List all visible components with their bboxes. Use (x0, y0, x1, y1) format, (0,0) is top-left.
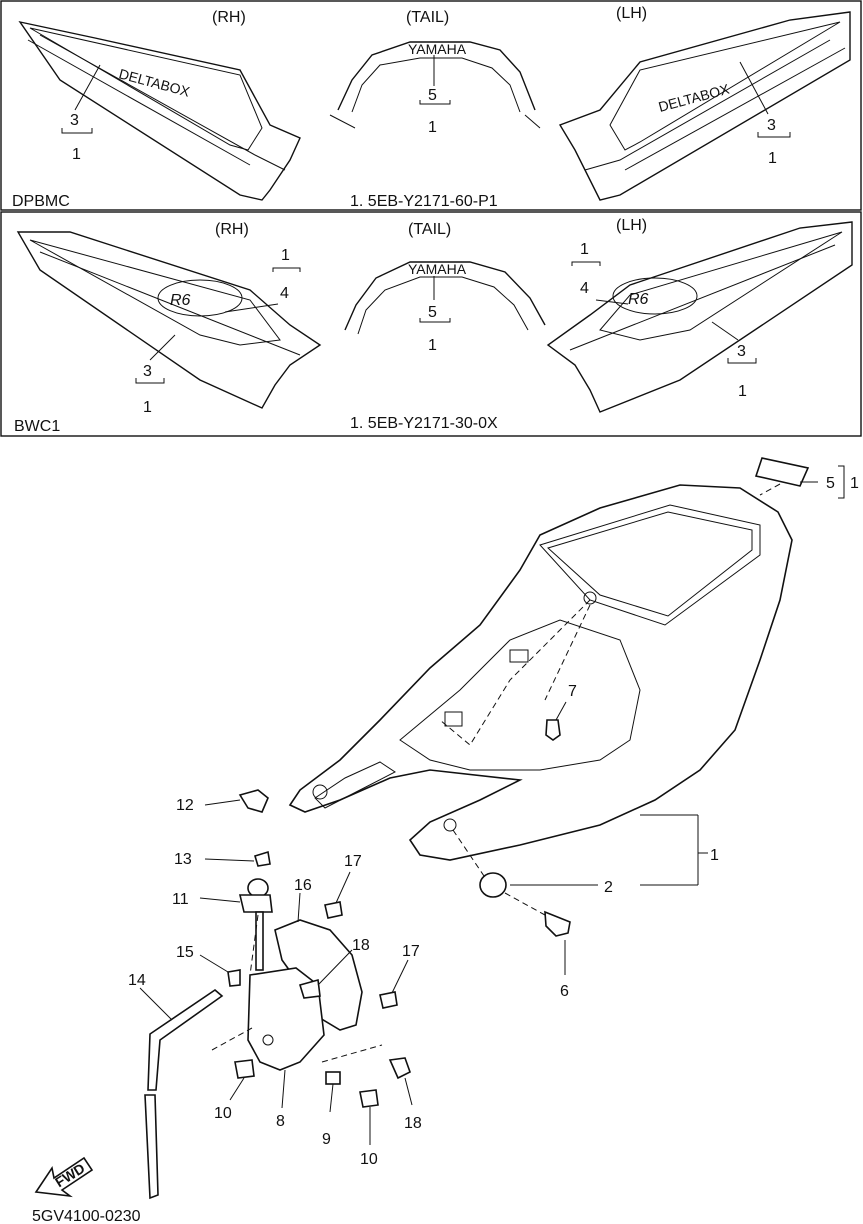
callout-3: 3 (767, 117, 776, 134)
part-10-bolt-right (359, 1089, 379, 1108)
part-13-clip (254, 850, 271, 867)
callouts-bwc1: 1 4 3 1 5 1 1 4 3 1 (135, 241, 757, 416)
callout-11: 11 (172, 891, 189, 908)
mount-hole (312, 784, 328, 800)
callout-10: 10 (214, 1105, 232, 1122)
callout-3: 3 (737, 343, 746, 360)
view-label-rh: (RH) (212, 9, 246, 26)
part-11-cable (255, 911, 264, 971)
mount-hole (443, 818, 457, 832)
view-label-tail: (TAIL) (408, 221, 451, 238)
callout-16: 16 (294, 877, 312, 894)
callout-15: 15 (176, 944, 194, 961)
part-18-nut-lower (388, 1057, 411, 1080)
rh-side-cover-dpbmc: DELTABOX (18, 20, 301, 201)
callout-1: 1 (850, 475, 859, 492)
decal-text-rh-bwc1: R6 (170, 292, 191, 309)
callout-5: 5 (826, 475, 835, 492)
part-17-bolt-upper (324, 901, 343, 919)
part-2-grommet (479, 872, 507, 898)
part-9-collar (325, 1071, 341, 1085)
view-label-rh: (RH) (215, 221, 249, 238)
callout-1: 1 (143, 399, 152, 416)
callout-5: 5 (428, 87, 437, 104)
callout-1: 1 (428, 119, 437, 136)
callout-2: 2 (604, 879, 613, 896)
callout-1: 1 (428, 337, 437, 354)
callout-18: 18 (352, 937, 370, 954)
callout-6: 6 (560, 983, 569, 1000)
part-10-bolt-left (234, 1059, 255, 1079)
rh-side-cover-bwc1: R6 (16, 231, 322, 409)
panel-dpbmc-border (0, 0, 862, 211)
callouts-dpbmc: 3 1 5 1 3 1 (61, 55, 791, 167)
callout-4: 4 (280, 285, 289, 302)
callout-1: 1 (580, 241, 589, 258)
callout-4: 4 (580, 280, 589, 297)
tail-piece-dpbmc: YAMAHA (329, 41, 541, 129)
drawing-code: 5GV4100-0230 (32, 1208, 141, 1224)
r6-logo-rh (157, 279, 243, 317)
part-18-nut-upper (298, 978, 321, 999)
part-6-screw (544, 910, 571, 937)
part-5-emblem: 5 1 (754, 457, 859, 499)
part-12-elbow (238, 789, 269, 813)
inner-panel (399, 619, 641, 771)
callout-17: 17 (344, 853, 362, 870)
bracket (444, 711, 463, 727)
callout-12: 12 (176, 797, 194, 814)
view-label-tail: (TAIL) (406, 9, 449, 26)
callout-3: 3 (70, 112, 79, 129)
callout-5: 5 (428, 304, 437, 321)
variant-label: DPBMC (12, 193, 70, 210)
lh-side-cover-dpbmc: DELTABOX (558, 11, 851, 201)
part-14-cable-lower (144, 1094, 159, 1200)
callout-1: 1 (710, 847, 719, 864)
r6-logo-lh (612, 277, 698, 315)
callout-10: 10 (360, 1151, 378, 1168)
variant-label: BWC1 (14, 418, 60, 435)
callout-7: 7 (568, 683, 577, 700)
callout-14: 14 (128, 972, 146, 989)
callout-13: 13 (174, 851, 192, 868)
panel-bwc1: R6 YAMAHA R6 1 4 3 1 5 (0, 211, 862, 437)
callout-3: 3 (143, 363, 152, 380)
callout-1: 1 (72, 146, 81, 163)
part-number-caption: 1. 5EB-Y2171-60-P1 (350, 193, 498, 210)
callout-1: 1 (768, 150, 777, 167)
callout-17: 17 (402, 943, 420, 960)
seat-lock-assembly: 12 13 11 16 8 15 17 17 18 (128, 789, 422, 1200)
bracket (509, 649, 529, 663)
part-15-clip (227, 969, 241, 987)
tail-cowling (288, 484, 793, 861)
part-17-bolt-lower (379, 991, 398, 1009)
view-label-lh: (LH) (616, 5, 647, 22)
part-7-clip: 7 (545, 683, 577, 741)
part-number-caption: 1. 5EB-Y2171-30-0X (350, 415, 498, 432)
panel-dpbmc: DELTABOX YAMAHA DELTABOX 3 1 5 1 (0, 0, 862, 211)
decal-text-lh-bwc1: R6 (628, 291, 649, 308)
lh-side-cover-bwc1: R6 (546, 221, 853, 413)
part-14-cable-upper (147, 988, 224, 1091)
view-label-lh: (LH) (616, 217, 647, 234)
panel-bwc1-border (0, 211, 862, 437)
seat-cowling-assembly (288, 484, 793, 861)
callout-8: 8 (276, 1113, 285, 1130)
decal-text-tail-dpbmc: YAMAHA (408, 41, 467, 57)
decal-text-tail-bwc1: YAMAHA (408, 261, 467, 277)
fwd-arrow: FWD (34, 1156, 94, 1198)
grommet-and-screw: 1 2 6 (452, 814, 719, 1000)
callout-1: 1 (738, 383, 747, 400)
callout-18: 18 (404, 1115, 422, 1132)
callout-1: 1 (281, 247, 290, 264)
tail-piece-bwc1: YAMAHA (344, 261, 546, 335)
decal-text-rh-dpbmc: DELTABOX (117, 65, 192, 99)
callout-9: 9 (322, 1131, 331, 1148)
